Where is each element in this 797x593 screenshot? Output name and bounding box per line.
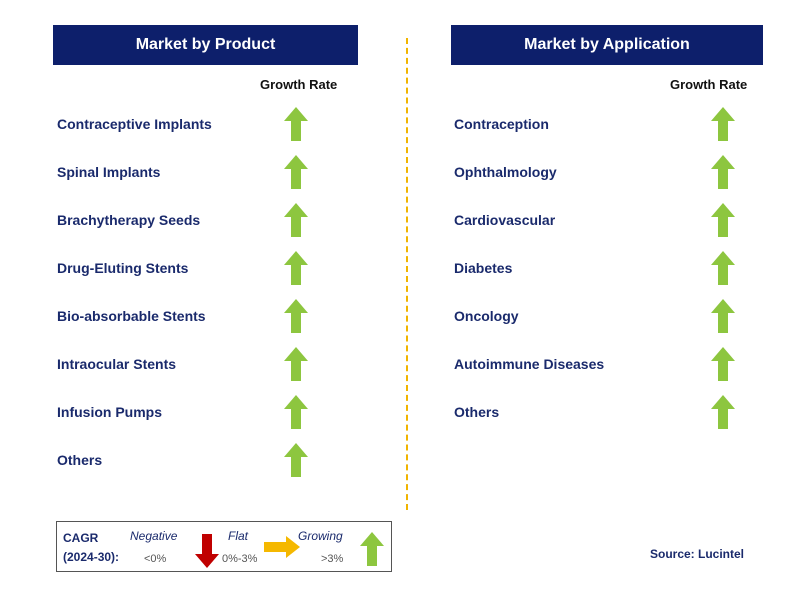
green-up-arrow-icon	[284, 107, 308, 141]
green-up-arrow-icon	[711, 107, 735, 141]
left-panel-title: Market by Product	[53, 25, 358, 65]
left-item-label: Others	[57, 452, 103, 468]
green-up-arrow-icon	[284, 395, 308, 429]
green-up-arrow-icon	[284, 203, 308, 237]
left-item-label: Infusion Pumps	[57, 404, 162, 420]
right-growth-rate-label: Growth Rate	[670, 77, 748, 92]
right-item-label: Oncology	[454, 308, 519, 324]
legend-flat-value: 0%-3%	[222, 553, 258, 565]
green-up-arrow-icon	[284, 299, 308, 333]
right-item-label: Others	[454, 404, 500, 420]
divider	[406, 38, 408, 510]
red-down-arrow-icon	[195, 534, 219, 568]
green-up-arrow-icon	[711, 203, 735, 237]
legend-growing-label: Growing	[298, 529, 343, 543]
left-item-label: Bio-absorbable Stents	[57, 308, 206, 324]
right-item-label: Cardiovascular	[454, 212, 556, 228]
left-item-label: Brachytherapy Seeds	[57, 212, 201, 228]
left-item-label: Spinal Implants	[57, 164, 161, 180]
left-item-label: Drug-Eluting Stents	[57, 260, 189, 276]
green-up-arrow-icon	[284, 347, 308, 381]
right-item-label: Autoimmune Diseases	[454, 356, 605, 372]
source-note: Source: Lucintel	[650, 547, 745, 561]
right-item-label: Contraception	[454, 116, 549, 132]
right-item-label: Ophthalmology	[454, 164, 557, 180]
right-item-label: Diabetes	[454, 260, 513, 276]
green-up-arrow-icon	[284, 443, 308, 477]
left-item-label: Contraceptive Implants	[57, 116, 212, 132]
right-panel-title: Market by Application	[451, 25, 763, 65]
left-growth-rate-label: Growth Rate	[260, 77, 338, 92]
green-up-arrow-icon	[711, 347, 735, 381]
legend-cagr-label: CAGR	[63, 531, 99, 545]
legend-flat-label: Flat	[228, 529, 249, 543]
legend-growing-value: >3%	[321, 553, 344, 565]
green-up-arrow-icon	[360, 532, 384, 566]
green-up-arrow-icon	[284, 251, 308, 285]
yellow-right-arrow-icon	[264, 536, 300, 558]
legend-negative-value: <0%	[144, 553, 167, 565]
green-up-arrow-icon	[711, 299, 735, 333]
green-up-arrow-icon	[711, 395, 735, 429]
green-up-arrow-icon	[711, 155, 735, 189]
legend-cagr-period: (2024-30):	[63, 550, 120, 564]
left-item-label: Intraocular Stents	[57, 356, 177, 372]
cagr-legend: CAGR (2024-30): Negative <0% Flat 0%-3% …	[56, 521, 392, 572]
green-up-arrow-icon	[284, 155, 308, 189]
green-up-arrow-icon	[711, 251, 735, 285]
legend-negative-label: Negative	[130, 529, 178, 543]
